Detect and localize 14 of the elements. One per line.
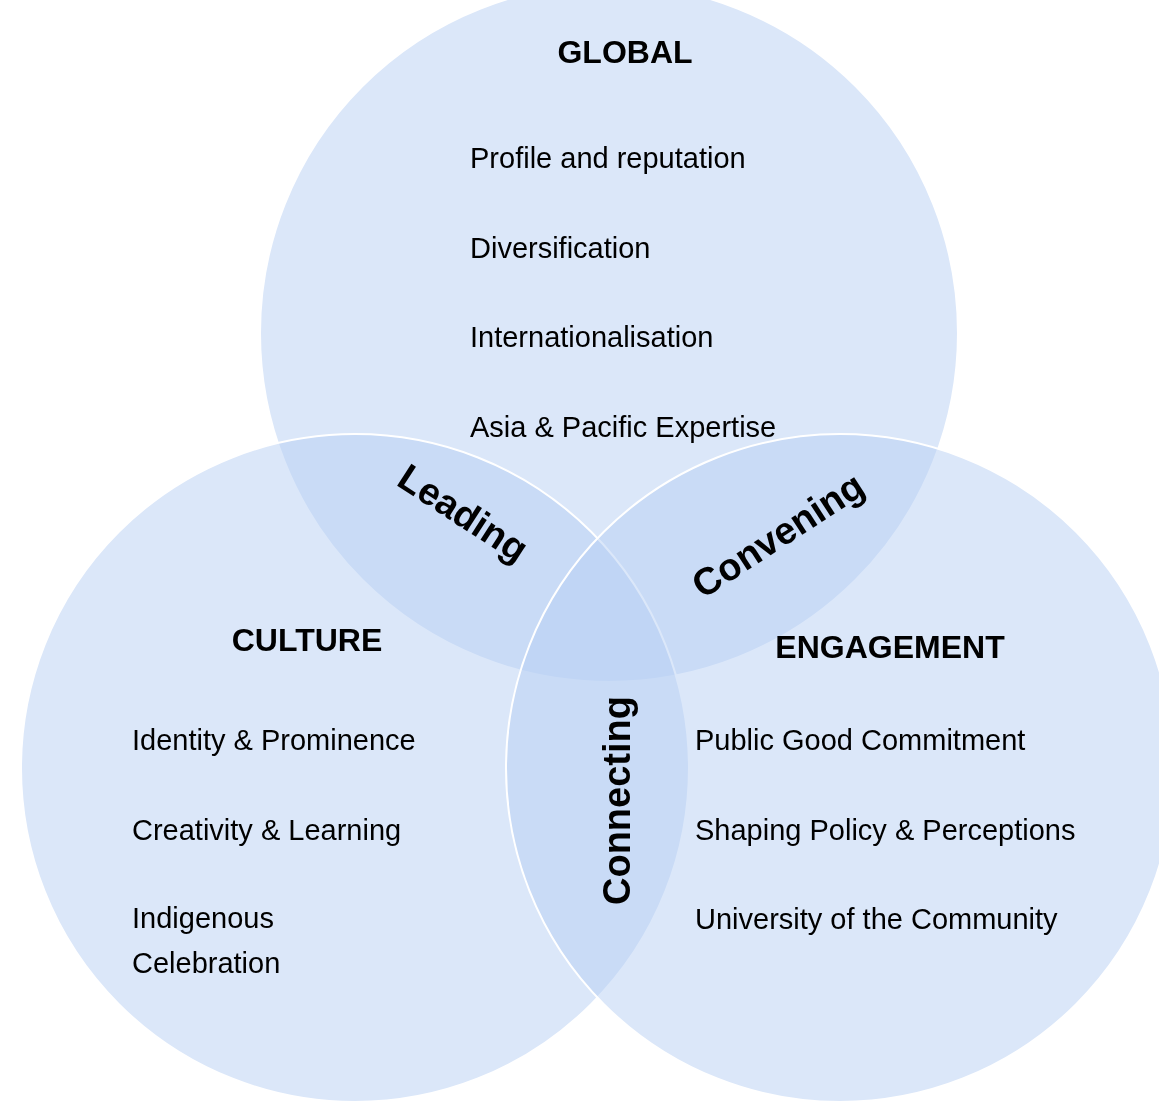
- circle-heading: ENGAGEMENT: [775, 627, 1005, 667]
- list-item: Identity & Prominence: [132, 722, 416, 758]
- list-item: Indigenous Celebration: [132, 901, 282, 981]
- list-item: Asia & Pacific Expertise: [470, 409, 777, 445]
- list-item: Diversification: [470, 230, 651, 266]
- list-item: University of the Community: [695, 901, 1058, 937]
- circle-heading: GLOBAL: [557, 32, 693, 72]
- overlap-label: Connecting: [595, 695, 639, 905]
- list-item: Creativity & Learning: [132, 812, 402, 848]
- circle-heading: CULTURE: [231, 620, 383, 660]
- list-item: Profile and reputation: [470, 140, 746, 176]
- list-item: Public Good Commitment: [695, 722, 1026, 758]
- list-item: Shaping Policy & Perceptions: [695, 812, 1076, 848]
- list-item: Internationalisation: [470, 319, 714, 355]
